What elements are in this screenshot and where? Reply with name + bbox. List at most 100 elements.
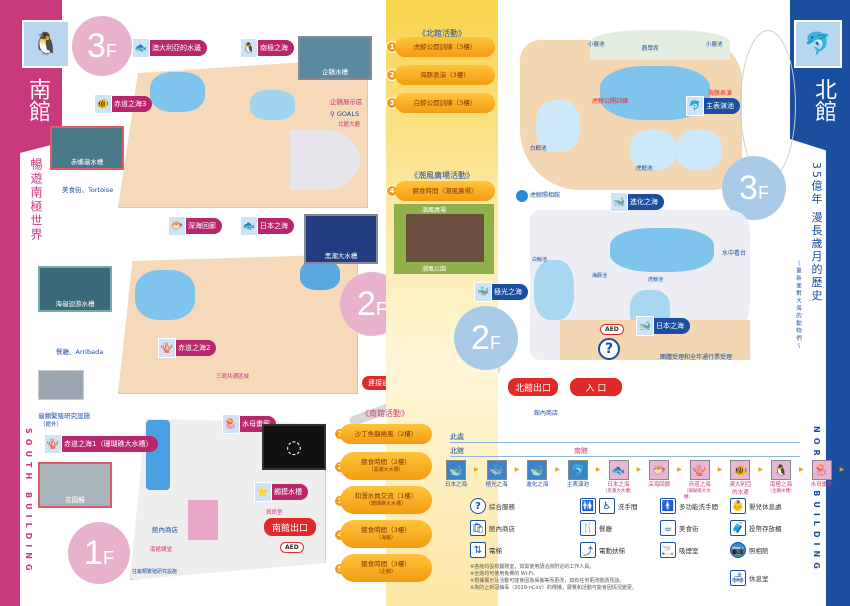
south-activity-item[interactable]: 餵食時間（3樓）（海龜） xyxy=(340,520,432,548)
route-step[interactable]: 🐳極光之海 xyxy=(481,460,513,488)
exhibit-label-aurora[interactable]: 🐳極光之海 xyxy=(474,282,528,302)
south-building-logo: 🐧 xyxy=(22,20,70,68)
legend-item: 🧳投幣存放櫃 xyxy=(730,520,820,536)
north-activity-item[interactable]: 白鯨公開訓練（3樓） xyxy=(395,93,495,113)
arrow-right-icon: ▶ xyxy=(677,466,682,473)
legend-item: ⇅電梯 xyxy=(470,542,580,558)
north-building-subtitle: 35億年 漫長歲月的歷史 xyxy=(810,162,823,303)
camera-icon xyxy=(516,190,528,202)
plaza-photo-caption-bottom: 潮風公園 xyxy=(422,266,447,273)
exhibit-label-equator-3[interactable]: 🐠赤道之海3 xyxy=(94,94,153,114)
beluga-pool-label: 白鯨池 xyxy=(530,146,547,152)
north-activity-item[interactable]: 虎鯨公開訓練（3樓） xyxy=(395,37,495,57)
exhibit-label-touch-tank[interactable]: ⭐觸摸水槽 xyxy=(254,482,308,502)
north-building-subtitle-small: 〜重新面對大海的動物們〜 xyxy=(795,260,801,350)
exhibit-label-equator-1[interactable]: 🪸赤道之海1（珊瑚礁大水槽） xyxy=(44,434,159,454)
route-step[interactable]: ⭐觸摸水槽 xyxy=(846,460,850,488)
coral-reef-tank xyxy=(146,420,170,490)
south-2f-coral-pool xyxy=(135,270,195,320)
route-here-label: 此處 xyxy=(450,433,464,441)
arrow-right-icon: ▶ xyxy=(799,466,804,473)
south-info-label: 資訊室 xyxy=(266,510,283,516)
south-shop-area xyxy=(188,500,218,540)
north-exit-button[interactable]: 北館出口 xyxy=(508,378,558,396)
coral-icon: 🪸 xyxy=(44,434,62,454)
orca-icon: 🐋 xyxy=(610,192,628,212)
exhibit-label-main-pool[interactable]: 🐬主表演池 xyxy=(686,96,740,116)
penguin-icon: 🐧 xyxy=(771,460,791,480)
sardine-icon: 🐟 xyxy=(240,216,258,236)
route-sequence: 🐋日本之海 ▶ 🐳極光之海 ▶ 🐋進化之海 ▶ 🐬主表演池 ▶ 🐟日本之海（黑潮… xyxy=(440,460,850,500)
south-3f-penguin-pool xyxy=(250,90,295,120)
wheelchair-icon: ♿ xyxy=(599,498,615,514)
plaza-photo-caption-top: 潮風廣場 xyxy=(422,207,447,214)
beluga-icon: 🐳 xyxy=(486,460,507,480)
sub-pool-label: 小展池 xyxy=(706,42,723,48)
route-step[interactable]: 🪼水母畫廊 xyxy=(806,460,838,488)
research-facility-label: 龜類繁殖研究設施 xyxy=(38,412,90,420)
south-building-subtitle: 暢遊南極世界 xyxy=(29,158,43,242)
route-north-label: 北館 xyxy=(450,447,464,455)
south-activity-item[interactable]: 和潛水員交流（1樓）（珊瑚礁大水槽） xyxy=(340,486,432,514)
tortoise-caption: 美食街、Tortoise xyxy=(62,186,114,194)
orca-icon: 🐬 xyxy=(804,31,832,57)
north-activities-title: 《北館活動》 xyxy=(418,29,466,38)
north-activity-item[interactable]: 海豚表演（3樓） xyxy=(395,65,495,85)
restroom-icon: 🚻 xyxy=(580,498,596,514)
legend-item: ?綜合服務 xyxy=(470,498,580,514)
south-exit-label[interactable]: 南館出口 xyxy=(264,518,316,536)
south-hall-label: 南館講堂 xyxy=(150,547,173,553)
route-divider xyxy=(450,442,800,443)
south-activity-item[interactable]: 沙丁魚龍捲風（2樓） xyxy=(340,424,432,444)
exhibit-label-deep-sea[interactable]: 🐡深海回廊 xyxy=(168,216,222,236)
arrow-right-icon: ▶ xyxy=(717,466,723,473)
escalator-icon: ⤴ xyxy=(580,542,596,558)
route-step[interactable]: 🐟日本之海（黑潮大水槽） xyxy=(603,460,635,494)
dolphin-icon: 🐬 xyxy=(567,460,588,480)
orca-pool-label-2f: 虎鯨池 xyxy=(648,277,664,283)
info-desk-icon[interactable]: ? xyxy=(598,338,620,360)
route-step[interactable]: 🐡深海回廊 xyxy=(643,460,675,488)
route-step[interactable]: 🪸赤道之海（珊瑚礁大水槽） xyxy=(684,460,716,500)
legend-item: 👶嬰兒休息處 xyxy=(730,498,820,514)
research-facility-sub: （館外） xyxy=(40,422,63,428)
entrance-button[interactable]: 入 口 xyxy=(570,378,622,396)
route-step[interactable]: 🐠澳大利亞的水邊 xyxy=(724,460,756,496)
route-step[interactable]: 🐋日本之海 xyxy=(440,460,472,488)
exhibit-label-evolution[interactable]: 🐋進化之海 xyxy=(610,192,664,212)
north-aed-badge: AED xyxy=(600,324,624,335)
beluga-pool xyxy=(536,100,580,152)
exhibit-label-japan-sea[interactable]: 🐟日本之海 xyxy=(240,216,294,236)
beluga-icon: 🐳 xyxy=(474,282,492,302)
exhibit-label-australia[interactable]: 🐟澳大利亞的水邊 xyxy=(132,38,207,58)
south-activity-item[interactable]: 餵食時間（3樓）（企鵝） xyxy=(340,554,432,582)
arribada-caption: 餐廳、Arribada xyxy=(56,348,104,356)
exhibit-label-antarctic[interactable]: 🐧南極之海 xyxy=(240,38,294,58)
research-link-label: 往龜類繁殖研究設施 xyxy=(132,569,178,575)
legend-item: 🛍館內商店 xyxy=(470,520,580,536)
exhibit-label-equator-2[interactable]: 🪸赤道之海2 xyxy=(158,338,217,358)
exhibit-label-japan-sea-north[interactable]: 🐋日本之海 xyxy=(636,316,690,336)
coral-icon: 🪸 xyxy=(158,338,176,358)
route-step[interactable]: 🐧南極之海（企鵝水槽） xyxy=(765,460,797,494)
jellyfish-icon: ◌ xyxy=(286,437,302,458)
legend-item: 🚬吸煙室 xyxy=(660,542,730,558)
south-aed-badge: AED xyxy=(280,542,304,553)
locker-icon: 🧳 xyxy=(730,520,746,536)
theater-dome xyxy=(290,130,360,190)
plaza-activity-item[interactable]: 餵食時間〈潮風廣場〉 xyxy=(395,181,495,201)
route-step[interactable]: 🐬主表演池 xyxy=(562,460,594,488)
plaza-activities-title: 《潮風廣場活動》 xyxy=(410,171,474,180)
legend-item: 📷照相館 xyxy=(730,542,820,558)
south-building-title: 南館 xyxy=(25,78,50,122)
seahorse-icon: 🐠 xyxy=(94,94,112,114)
route-step[interactable]: 🐋進化之海 xyxy=(521,460,553,488)
south-activity-item[interactable]: 餵食時間（2樓）（黑潮大水槽） xyxy=(340,452,432,480)
orca-pool-2 xyxy=(676,130,722,170)
legend-item: 🚻♿洗手間 xyxy=(580,498,660,514)
north-building-logo: 🐬 xyxy=(794,20,842,68)
orca-studio-label: 虎鯨照相館 xyxy=(530,192,561,199)
south-activities-title: 《南館活動》 xyxy=(361,409,409,418)
